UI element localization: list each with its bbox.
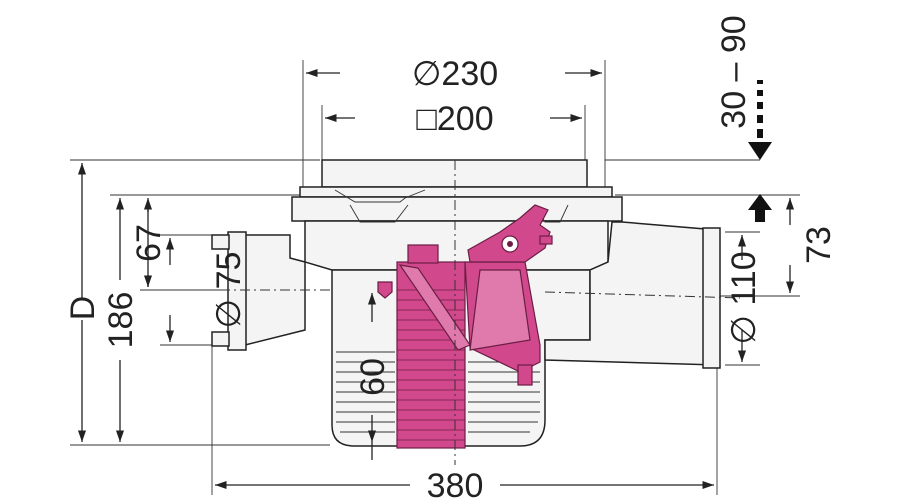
outlet-centerline: [544, 291, 741, 299]
height-adjust-down-arrow: [748, 80, 772, 160]
lever-pivot-center: [507, 241, 513, 247]
outlet-pipe: [544, 221, 718, 366]
insert-clip: [377, 281, 393, 299]
inlet-tab-top: [211, 234, 230, 250]
dimension-lines: [77, 68, 795, 490]
dim-height-186: 186: [102, 292, 140, 349]
insert-lever: [467, 204, 551, 263]
dim-height-60: 60: [354, 358, 392, 396]
drain-body: [200, 159, 741, 465]
odour-trap-insert: [377, 204, 553, 449]
dim-height-67: 67: [130, 224, 168, 262]
dim-diameter-110: ∅ 110: [725, 251, 763, 344]
dim-label-d: D: [64, 296, 102, 321]
outlet-socket: [702, 227, 721, 369]
dim-range-30-90: 30 – 90: [715, 15, 753, 128]
water-hatching: [336, 351, 540, 433]
height-adjust-up-arrow: [748, 194, 772, 222]
dim-diameter-75: ∅ 75: [210, 252, 248, 329]
insert-top-cap: [407, 244, 439, 264]
dim-square-200: □200: [416, 100, 493, 138]
insert-foot: [517, 364, 533, 386]
inlet-tab-bottom: [211, 331, 230, 347]
inlet-collar: [227, 231, 247, 351]
dim-diameter-230: ∅230: [412, 55, 498, 93]
flange-top: [299, 186, 613, 198]
insert-valve: [469, 269, 531, 351]
dim-height-73: 73: [800, 226, 838, 264]
dim-width-380: 380: [427, 467, 484, 500]
flange: [291, 196, 623, 222]
lever-tab: [539, 235, 553, 245]
